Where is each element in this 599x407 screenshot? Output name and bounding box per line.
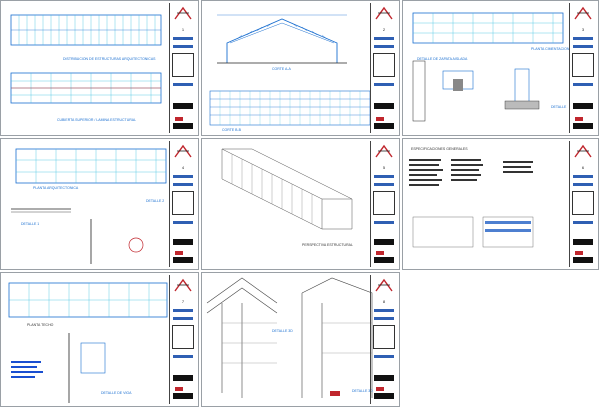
drawing-sheet-6[interactable]: ESPECIFICACIONES GENERALES 6 <box>402 138 599 270</box>
sheet-subtitle: DETALLE DE VIGA <box>101 391 132 395</box>
sheet-number: 5 <box>382 165 386 170</box>
company-logo-icon <box>172 143 194 161</box>
drawing-sheet-7[interactable]: PLANTA TECHO DETALLE DE VIGA 7 <box>0 272 199 407</box>
title-block: 2 <box>370 3 397 133</box>
company-logo-icon <box>172 277 194 295</box>
drawing-sheet-3[interactable]: PLANTA CIMENTACION DETALLE DE ZAPATA AIS… <box>402 0 599 136</box>
title-block: 1 <box>169 3 196 133</box>
sheet-number: 1 <box>181 27 185 32</box>
sheet-number: 6 <box>581 165 585 170</box>
notes-text-blocks <box>409 159 534 248</box>
company-logo-icon <box>572 5 594 23</box>
sheet-title: PLANTA ARQUITECTONICA <box>33 186 79 190</box>
company-logo-icon <box>172 5 194 23</box>
company-logo-icon <box>373 143 395 161</box>
sheet-number: 3 <box>581 27 585 32</box>
architectural-plan-drawing <box>11 148 167 264</box>
sheet-number: 2 <box>382 27 386 32</box>
detail-label: DETALLE 3D <box>272 329 293 333</box>
isometric-structure-drawing <box>221 148 353 230</box>
sheet-number: 4 <box>181 165 185 170</box>
title-block: 8 <box>370 275 397 404</box>
detail-label: DETALLE 1 <box>21 222 40 226</box>
detail-label: DETALLE <box>551 105 567 109</box>
sheet-title: PERSPECTIVA ESTRUCTURAL <box>302 243 353 247</box>
sheet-title: ESPECIFICACIONES GENERALES <box>411 147 468 151</box>
drawing-sheet-4[interactable]: PLANTA ARQUITECTONICA DETALLE 1 DETALLE … <box>0 138 199 270</box>
company-logo-icon <box>373 277 395 295</box>
sheet-number: 8 <box>382 299 386 304</box>
sheet-subtitle: CUBIERTA SUPERIOR / LAMINA ESTRUCTURAL <box>57 118 137 122</box>
drawing-sheet-2[interactable]: CORTE A-A CORTE B-B 2 <box>201 0 400 136</box>
sheet-title: PLANTA TECHO <box>27 323 54 327</box>
roof-plan-drawing <box>8 282 168 403</box>
foundation-drawing <box>412 12 564 122</box>
sheet-title: PLANTA CIMENTACION <box>531 47 570 51</box>
title-block: 4 <box>169 141 196 267</box>
detail-label: DETALLE 2 <box>146 199 165 203</box>
plan-drawing <box>10 14 162 104</box>
drawing-sheet-8[interactable]: DETALLE 3D DETALLE 3D 8 <box>201 272 400 407</box>
drawing-sheet-5[interactable]: PERSPECTIVA ESTRUCTURAL 5 <box>201 138 400 270</box>
company-logo-icon <box>373 5 395 23</box>
detail-label: DETALLE 3D <box>352 389 373 393</box>
title-block: 3 <box>569 3 596 133</box>
sheet-subtitle: CORTE B-B <box>222 128 241 132</box>
title-block: 7 <box>169 275 196 404</box>
sheet-subtitle: DETALLE DE ZAPATA AISLADA <box>417 57 468 61</box>
company-logo-icon <box>572 143 594 161</box>
title-block: 6 <box>569 141 596 267</box>
detail-3d-drawing <box>206 277 373 398</box>
title-block: 5 <box>370 141 397 267</box>
section-drawing <box>209 14 371 126</box>
sheet-title: DISTRIBUCION DE ESTRUCTURAS ARQUITECTONI… <box>63 57 156 61</box>
sheet-title: CORTE A-A <box>272 67 291 71</box>
sheet-number: 7 <box>181 299 185 304</box>
drawing-sheet-1[interactable]: DISTRIBUCION DE ESTRUCTURAS ARQUITECTONI… <box>0 0 199 136</box>
